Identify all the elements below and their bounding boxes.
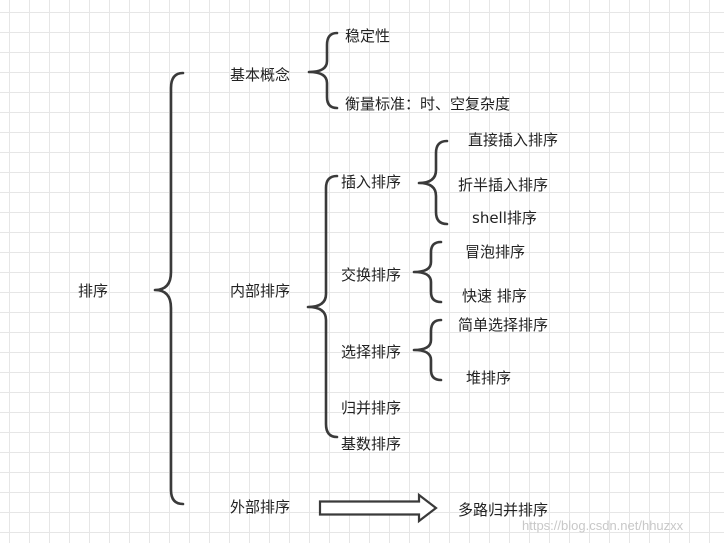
direct-insert-node: 直接插入排序 xyxy=(468,131,559,149)
stability-node: 稳定性 xyxy=(345,27,391,45)
shell-sort-node: shell排序 xyxy=(472,209,537,227)
basic-concept-node: 基本概念 xyxy=(230,66,291,84)
insert-sort-node: 插入排序 xyxy=(341,173,402,191)
internal-sort-node: 内部排序 xyxy=(230,282,291,300)
internal-brace xyxy=(306,174,339,439)
simple-select-node: 简单选择排序 xyxy=(458,316,549,334)
bubble-sort-node: 冒泡排序 xyxy=(465,243,526,261)
criteria-node: 衡量标准：时、空复杂度 xyxy=(345,95,511,113)
select-sort-node: 选择排序 xyxy=(341,343,402,361)
merge-sort-node: 归并排序 xyxy=(341,399,402,417)
root-node: 排序 xyxy=(78,282,109,300)
external-arrow xyxy=(318,492,438,524)
multiway-merge-node: 多路归并排序 xyxy=(458,501,549,519)
quick-sort-node: 快速 排序 xyxy=(462,287,527,305)
heap-sort-node: 堆排序 xyxy=(466,369,512,387)
exchange-brace xyxy=(412,240,443,304)
binary-insert-node: 折半插入排序 xyxy=(458,176,549,194)
exchange-sort-node: 交换排序 xyxy=(341,266,402,284)
external-sort-node: 外部排序 xyxy=(230,498,291,516)
radix-sort-node: 基数排序 xyxy=(341,435,402,453)
insert-brace xyxy=(417,139,449,226)
root-brace xyxy=(153,71,185,506)
watermark: https://blog.csdn.net/hhuzxx xyxy=(522,518,684,533)
select-brace xyxy=(412,318,443,382)
basic-brace xyxy=(307,31,339,110)
